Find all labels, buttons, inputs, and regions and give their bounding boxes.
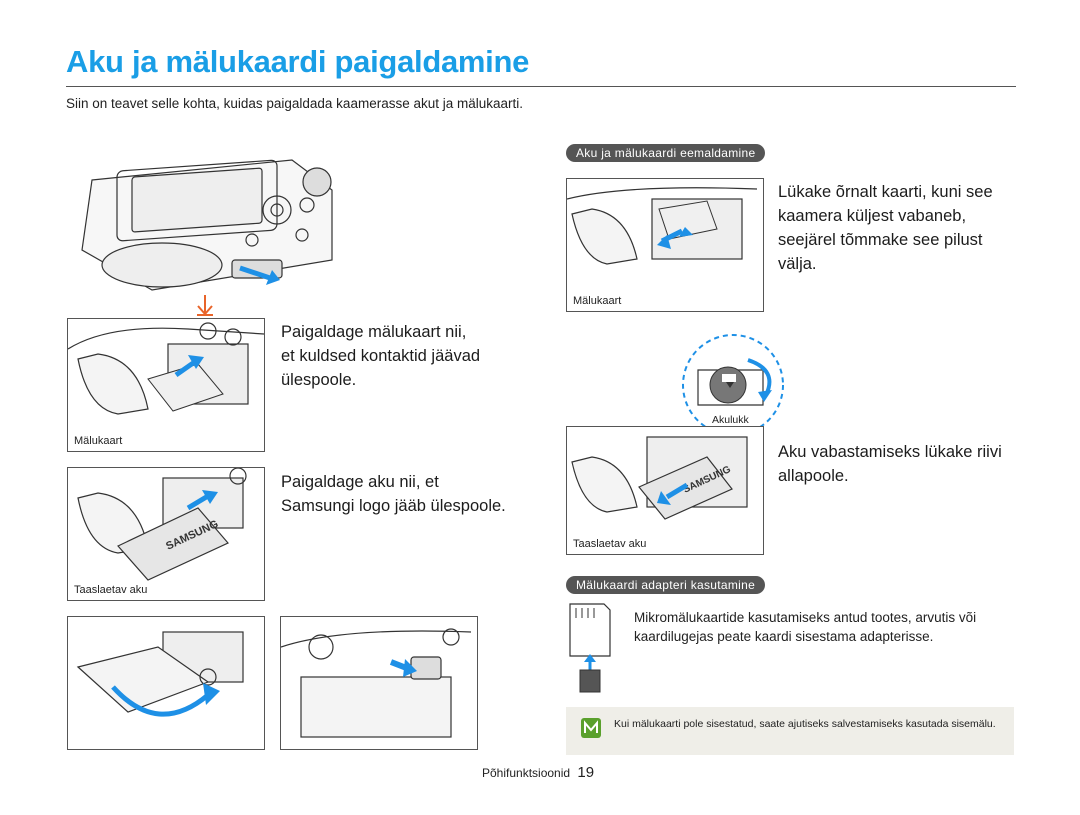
memory-card-remove-figure: Mälukaart <box>566 178 764 312</box>
down-arrow-icon <box>197 295 213 316</box>
memory-card-insert-figure: Mälukaart <box>67 318 265 452</box>
step-line: Paigaldage aku nii, et <box>281 473 439 491</box>
memory-card-caption: Mälukaart <box>74 435 123 447</box>
battery-lock-label: Akulukk <box>712 414 749 426</box>
step-line: ülespoole. <box>281 371 357 389</box>
battery-step: Paigaldage aku nii, et Samsungi logo jää… <box>281 470 506 518</box>
memory-card-remove-step: Lükake õrnalt kaarti, kuni see kaamera k… <box>778 180 993 276</box>
step-line: Paigaldage mälukaart nii, <box>281 323 467 341</box>
intro-text: Siin on teavet selle kohta, kuidas paiga… <box>66 96 524 111</box>
adapter-text: Mikromälukaartide kasutamiseks antud too… <box>634 610 977 644</box>
step-line: välja. <box>778 255 817 273</box>
battery-remove-step: Aku vabastamiseks lükake riivi allapoole… <box>778 440 1002 488</box>
step-line: Samsungi logo jääb ülespoole. <box>281 497 506 515</box>
footer-section: Põhifunktsioonid <box>482 766 571 780</box>
note-text: Kui mälukaarti pole sisestatud, saate aj… <box>614 718 996 730</box>
step-line: et kuldsed kontaktid jäävad <box>281 347 481 365</box>
page-footer: Põhifunktsioonid 19 <box>482 764 594 781</box>
step-line: Aku vabastamiseks lükake riivi <box>778 443 1002 461</box>
step-line: seejärel tõmmake see pilust <box>778 231 983 249</box>
sd-adapter-icon <box>569 603 611 693</box>
memory-card-step: Paigaldage mälukaart nii, et kuldsed kon… <box>281 320 480 392</box>
step-line: kaamera küljest vabaneb, <box>778 207 967 225</box>
step-line: allapoole. <box>778 467 849 485</box>
battery-remove-caption: Taaslaetav aku <box>573 538 647 550</box>
page-title: Aku ja mälukaardi paigaldamine <box>66 44 530 79</box>
step-line: Lükake õrnalt kaarti, kuni see <box>778 183 993 201</box>
note-icon <box>581 718 601 738</box>
title-rule <box>66 86 1016 87</box>
removal-heading: Aku ja mälukaardi eemaldamine <box>566 144 766 162</box>
memory-card-remove-caption: Mälukaart <box>573 295 622 307</box>
camera-bottom-illustration <box>81 159 333 291</box>
battery-insert-figure: SAMSUNG Taaslaetav aku <box>67 467 265 601</box>
battery-remove-figure: SAMSUNG Taaslaetav aku <box>566 426 764 555</box>
battery-caption: Taaslaetav aku <box>74 584 148 596</box>
adapter-heading: Mälukaardi adapteri kasutamine <box>566 576 766 594</box>
page-number: 19 <box>577 764 595 781</box>
battery-lock-magnifier <box>682 334 784 436</box>
lock-cover-figure <box>280 616 478 750</box>
note-box: Kui mälukaarti pole sisestatud, saate aj… <box>566 707 1014 755</box>
close-cover-figure <box>67 616 265 750</box>
